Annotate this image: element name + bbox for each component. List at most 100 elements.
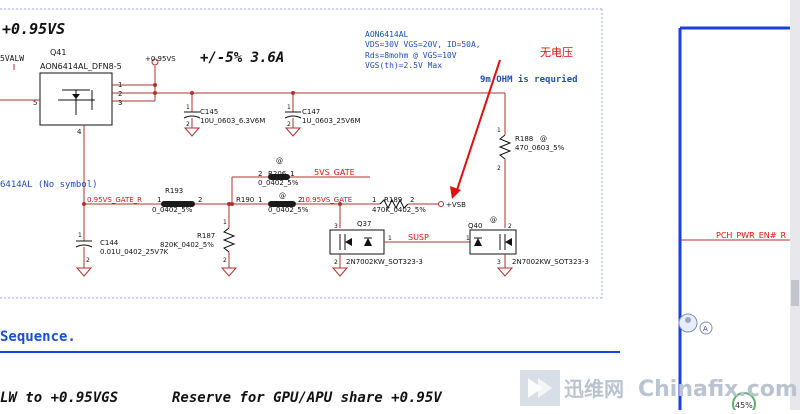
r189-resistor [379,198,409,210]
svg-text:2: 2 [186,121,190,128]
watermark-logo: 迅维网 Chinafix.com [520,366,800,410]
c144-value: 0.01U_0402_25V7K [100,248,169,256]
r187-value: 820K_0402_5% [160,241,214,249]
avatar-badge[interactable] [699,321,713,335]
svg-text:@: @ [276,157,283,165]
svg-text:3: 3 [334,223,338,230]
net-vsb: +VSB [446,201,466,209]
q40-part: 2N7002KW_SOT323-3 [512,258,589,266]
bottom-left-title: LW to +0.95VGS [0,390,118,406]
q41-pin5: 5 [33,99,37,107]
net-susp: SUSP [408,233,429,242]
avatar-letter: A [703,325,708,333]
r190-resistor [268,201,296,207]
svg-text:@: @ [279,192,286,200]
r193-ref: R193 [165,187,183,195]
c147-ground-icon [284,127,302,137]
svg-text:1: 1 [290,170,294,178]
annotation-arrow [455,59,501,194]
r188-resistor [498,134,512,160]
q41-body [39,72,113,126]
c145-plate-bottom [183,115,201,119]
svg-text:1: 1 [223,219,227,226]
c147-ref: C147 [302,108,320,116]
mos-note-1: VDS=30V VGS=20V, ID=50A, [365,40,481,49]
svg-text:2: 2 [410,196,414,204]
r187-ground-icon [220,267,238,277]
r188-value: 470_0603_5% [515,144,565,152]
svg-text:2: 2 [198,196,202,204]
ohm-requirement: 9m OHM is requried [480,74,578,85]
c144-ref: C144 [100,239,119,247]
r187-resistor [222,227,236,253]
q40-mosfet-icon [474,234,512,250]
q41-mosfet-icon [58,89,95,115]
r206-value: 0_0402_5% [258,179,299,187]
q37-body [329,229,385,255]
bottom-mid-title: Reserve for GPU/APU share +0.95V [172,390,443,406]
sequence-label: Sequence. [0,329,76,345]
watermark-cn: 迅维网 [564,377,624,401]
scrollbar-thumb[interactable] [791,280,799,306]
no-voltage-annotation: 无电压 [540,46,573,59]
net-pch-pwr-en: PCH_PWR_EN#_R [716,231,786,240]
svg-text:1: 1 [78,232,82,239]
progress-badge [732,392,756,410]
net-5vs-gate: 5VS_GATE [314,168,355,177]
mos-note-2: Rds=8mohm @ VGS=10V [365,51,457,60]
rail-095vs-port [151,58,159,66]
r206-resistor [268,174,290,180]
svg-text:1: 1 [497,127,501,134]
q41-pin2: 2 [118,90,122,98]
no-symbol-note: 6414AL (No symbol) [0,180,98,190]
svg-text:@: @ [490,216,497,224]
c145-ground-icon [183,127,201,137]
svg-text:2: 2 [508,223,512,230]
q37-ref: Q37 [357,220,371,228]
svg-text:2: 2 [298,196,302,204]
r190-ref: R190 [236,196,254,204]
svg-text:1: 1 [287,104,291,111]
c144-ground-icon [75,267,93,277]
tolerance-label: +/-5% 3.6A [200,50,284,66]
svg-text:1: 1 [258,196,262,204]
r193-resistor [161,201,195,207]
progress-badge-text: 45% [735,401,753,410]
svg-text:1: 1 [157,196,161,204]
svg-text:1: 1 [186,104,190,111]
q37-part: 2N7002KW_SOT323-3 [346,258,423,266]
r189-value: 470K_0402_5% [372,206,426,214]
r190-value: 0_0402_5% [268,206,309,214]
section-title: +0.95VS [2,20,65,38]
c147-value: 1U_0603_25V6M [302,117,361,125]
net-1095vs-gate: 10.95VS_GATE [301,196,352,204]
svg-text:2: 2 [258,170,262,178]
r188-ref: R188 [515,135,533,143]
q41-pin4: 4 [77,128,82,136]
svg-text:@: @ [540,135,547,143]
r189-ref: R189 [384,196,402,204]
c145-ref: C145 [200,108,218,116]
svg-text:3: 3 [497,259,501,266]
q40-ground-icon [496,267,514,277]
mos-note-0: AON6414AL [365,30,409,39]
q40-ref: Q40 [468,222,482,230]
mos-note-3: VGS(th)=2.5V Max [365,61,442,70]
svg-text:1: 1 [466,235,470,242]
net-095vs-gate-r: 0.95VS_GATE_R [87,196,142,204]
net-095vs-top: +0.95VS [145,55,176,63]
svg-text:1: 1 [372,196,376,204]
q41-pin3: 3 [118,99,122,107]
q41-part: AON6414AL_DFN8-5 [40,62,122,71]
watermark-en: Chinafix.com [638,377,798,402]
q37-ground-icon [331,267,349,277]
svg-text:2: 2 [86,257,90,264]
c145-value: 10U_0603_6.3V6M [200,117,265,125]
svg-text:2: 2 [497,165,501,172]
scrollbar[interactable] [790,0,800,410]
r187-ref: R187 [197,232,215,240]
q41-ref: Q41 [50,48,66,57]
q37-mosfet-icon [339,234,372,250]
annotation-arrowhead [450,186,461,199]
